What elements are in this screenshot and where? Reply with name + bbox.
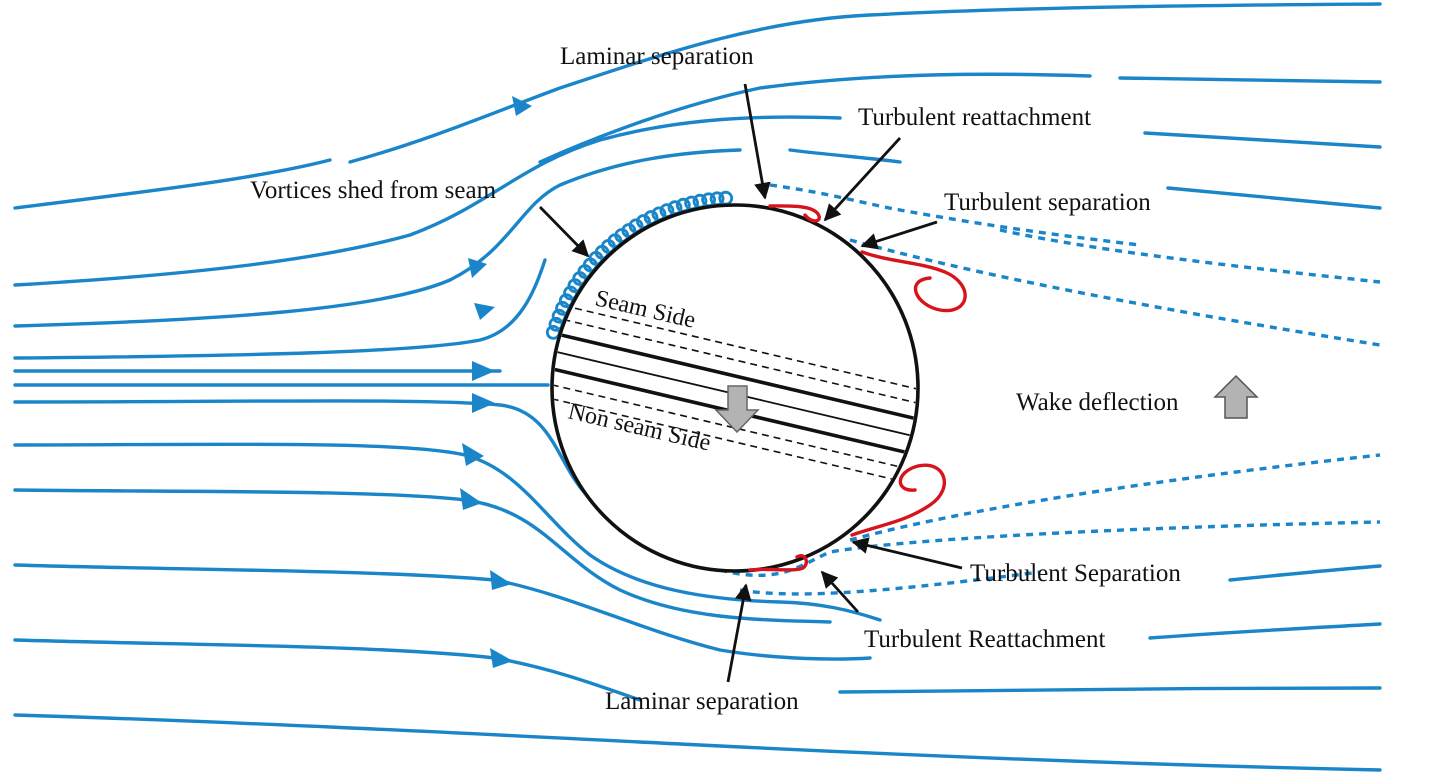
label-turbulent-separation-top: Turbulent separation [944,189,1151,216]
streamline [13,713,1382,772]
seam-vortices [545,190,734,340]
top-separation-bubble [768,204,821,223]
streamline [1148,622,1382,640]
top-wake-loop [860,250,967,313]
label-vortices-shed: Vortices shed from seam [250,177,497,204]
streamline [538,72,1092,164]
wake-boundary-top-outer [769,183,1141,247]
flow-arrow-icon [472,393,495,413]
leader-laminar-sep-top [743,83,771,200]
streamline [1228,564,1382,582]
leader-lines [538,83,963,683]
flow-arrow-icon [460,488,482,510]
wake-boundary-bottom-1 [849,453,1381,542]
cricket-ball: Seam Side Non seam Side [550,203,920,573]
streamline [788,148,902,164]
streamline [13,488,832,624]
streamline [1143,131,1382,149]
leader-vortices [538,206,590,258]
label-laminar-separation-bottom: Laminar separation [605,688,799,715]
streamline [13,258,547,360]
streamline [13,638,642,702]
bottom-separation-bubble [748,554,808,572]
flow-arrow-icon [490,648,513,668]
streamline [13,158,332,210]
annotations: Laminar separation Turbulent reattachmen… [250,43,1181,715]
flow-direction-arrows [460,96,532,668]
separation-bubbles [748,204,967,572]
leader-turb-reattach-bottom [820,570,860,613]
label-turbulent-reattachment-bottom: Turbulent Reattachment [864,626,1105,653]
flow-arrow-icon [474,303,495,320]
leader-turb-reattach-top [823,137,902,222]
wake-boundary-bottom-3 [739,570,1041,596]
wake-deflection-up-arrow-icon [1213,374,1259,419]
streamline [13,115,842,287]
upper-streamlines [13,2,1382,387]
flow-arrow-icon [512,96,532,116]
wake-boundary-bottom-2 [719,520,1381,578]
label-laminar-separation-top: Laminar separation [560,43,754,70]
label-turbulent-reattachment-top: Turbulent reattachment [858,104,1091,131]
streamline [13,442,882,622]
flow-arrow-icon [468,258,487,278]
label-wake-deflection: Wake deflection [1016,389,1179,416]
flow-arrow-icon [462,443,484,466]
streamline [1166,186,1382,210]
vortex-loop [628,218,644,234]
wake-boundaries [719,183,1381,596]
flow-arrow-icon [472,361,495,381]
wake-boundary-top-inner [849,238,1381,347]
leader-turb-sep-top [860,220,938,250]
leader-turb-sep-bottom [851,537,963,570]
label-turbulent-separation-bottom: Turbulent Separation [970,560,1181,587]
leader-laminar-sep-bottom [726,583,752,683]
wake-boundary-top-2 [999,228,1381,284]
streamline [1118,76,1382,84]
streamline [838,686,1382,694]
streamline [13,563,872,661]
vortex-loop [718,190,734,206]
streamline [348,2,1382,164]
force-down-arrow-icon [714,385,760,434]
bottom-wake-loop [850,463,947,537]
streamline [13,148,742,328]
flow-arrow-icon [490,570,512,590]
